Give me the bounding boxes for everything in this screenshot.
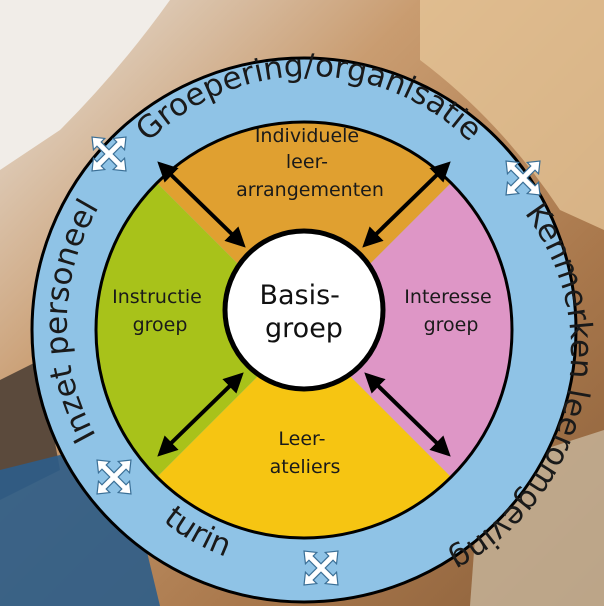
four-way-arrow-icon	[505, 160, 541, 196]
double-headed-arrow-icon	[157, 161, 246, 248]
double-headed-arrow-icon	[364, 372, 451, 457]
segment-top-label: Individuele leer- arrangementen	[236, 125, 384, 201]
four-way-arrow-icon	[96, 459, 132, 495]
segment-arrows	[157, 161, 451, 457]
segment-right-label: Interesse groep	[404, 286, 497, 336]
segment-right	[304, 183, 512, 477]
double-headed-arrow-icon	[362, 161, 451, 248]
center-label: Basis- groep	[259, 280, 348, 344]
center-circle	[222, 228, 386, 392]
four-way-arrow-icon	[91, 136, 127, 172]
segment-left-label: Instructie groep	[112, 286, 208, 336]
double-headed-arrow-icon	[157, 372, 244, 457]
ring-arrows	[91, 136, 541, 586]
segment-bottom-label: Leer- ateliers	[270, 428, 341, 478]
segment-left	[96, 183, 304, 477]
four-way-arrow-icon	[303, 550, 339, 586]
segment-bottom	[157, 330, 451, 538]
